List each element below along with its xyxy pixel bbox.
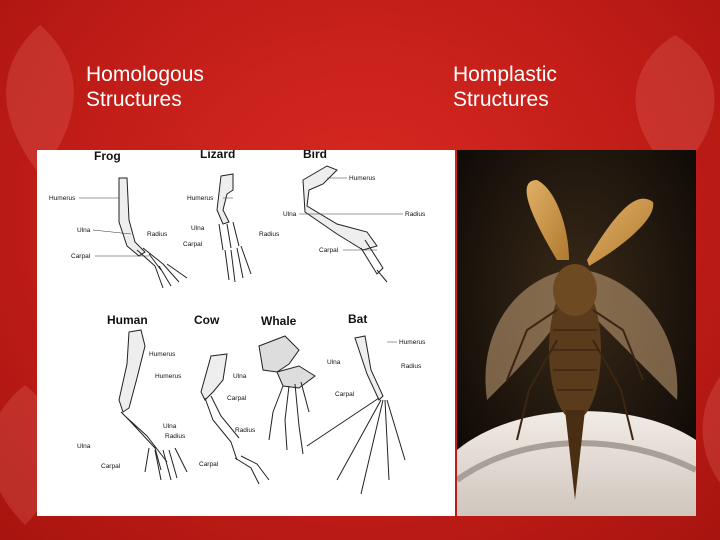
leaf-decoration-icon xyxy=(702,376,720,483)
bone-label-ulna: Ulna xyxy=(283,211,297,218)
homoplastic-heading: Homplastic Structures xyxy=(453,62,557,112)
homologous-heading-line2: Structures xyxy=(86,88,182,111)
bone-label-ulna: Ulna xyxy=(163,423,177,430)
bone-label-ulna: Ulna xyxy=(77,227,91,234)
bone-label-carpal: Carpal xyxy=(335,391,355,398)
cow-limb xyxy=(200,353,270,485)
frog-limb xyxy=(118,177,188,289)
bone-label-ulna: Ulna xyxy=(77,443,91,450)
beetle-image xyxy=(457,150,696,516)
human-label: Human xyxy=(107,313,148,327)
leaf-decoration-icon xyxy=(635,35,715,175)
bone-label-carpal: Carpal xyxy=(183,241,203,248)
bone-label-humerus: Humerus xyxy=(49,195,76,202)
bone-label-radius: Radius xyxy=(147,231,168,238)
bone-label-carpal: Carpal xyxy=(101,463,121,470)
cow-label: Cow xyxy=(194,313,220,327)
homologous-heading: Homologous Structures xyxy=(86,62,204,112)
homologous-heading-line1: Homologous xyxy=(86,63,204,86)
limbs-illustration: Frog Lizard Bird Human Cow Whale Bat Hum… xyxy=(49,147,426,495)
bone-label-humerus: Humerus xyxy=(155,373,182,380)
bone-label-ulna: Ulna xyxy=(327,359,341,366)
bone-label-radius: Radius xyxy=(235,427,256,434)
bone-label-carpal: Carpal xyxy=(319,247,339,254)
whale-limb xyxy=(258,335,316,455)
bone-label-carpal: Carpal xyxy=(227,395,247,402)
bone-label-radius: Radius xyxy=(405,211,426,218)
bone-label-carpal: Carpal xyxy=(199,461,219,468)
bone-label-humerus: Humerus xyxy=(349,175,376,182)
bone-label-radius: Radius xyxy=(165,433,186,440)
bone-label-radius: Radius xyxy=(401,363,422,370)
human-limb xyxy=(118,329,188,481)
homoplastic-heading-line1: Homplastic xyxy=(453,63,557,86)
beetle-photo xyxy=(457,150,696,516)
leaf-decoration-icon xyxy=(6,25,74,175)
bone-label-radius: Radius xyxy=(259,231,280,238)
bone-label-humerus: Humerus xyxy=(149,351,176,358)
homoplastic-heading-line2: Structures xyxy=(453,88,549,111)
bone-label-ulna: Ulna xyxy=(191,225,205,232)
bird-label: Bird xyxy=(303,150,327,161)
bird-limb xyxy=(302,165,388,283)
bat-limb xyxy=(306,335,406,495)
bone-label-carpal: Carpal xyxy=(71,253,91,260)
bone-label-ulna: Ulna xyxy=(233,373,247,380)
whale-label: Whale xyxy=(261,314,297,328)
bone-label-humerus: Humerus xyxy=(187,195,214,202)
bat-label: Bat xyxy=(348,312,367,326)
bone-label-humerus: Humerus xyxy=(399,339,426,346)
lizard-limb xyxy=(216,173,252,283)
frog-label: Frog xyxy=(94,150,121,163)
homologous-limbs-diagram: Frog Lizard Bird Human Cow Whale Bat Hum… xyxy=(37,147,455,516)
lizard-label: Lizard xyxy=(200,150,235,161)
